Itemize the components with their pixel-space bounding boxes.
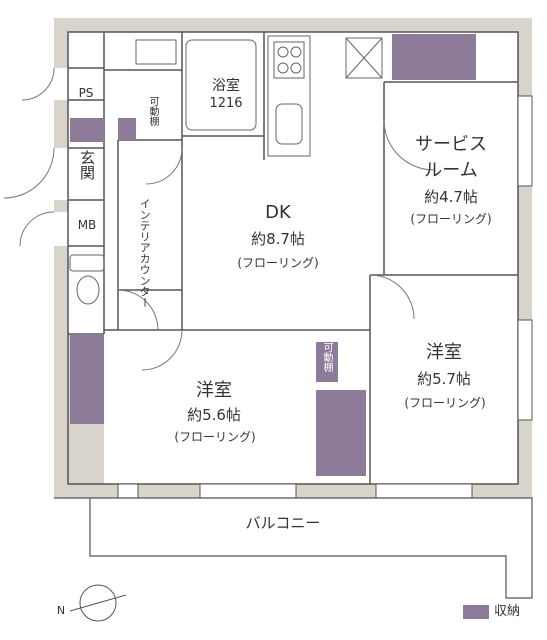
western-right-area: 約5.7帖: [417, 370, 471, 388]
balcony-outline: [54, 497, 533, 599]
interior-counter: インテリアカウンター: [138, 198, 152, 308]
windows: [117, 95, 533, 499]
western-right-name: 洋室: [426, 342, 462, 363]
service-name-1: サービス: [415, 134, 487, 155]
movable-shelf-top: 可動棚: [147, 96, 158, 126]
western-right-floor: (フローリング): [404, 396, 486, 410]
kitchen: [267, 35, 383, 157]
door-swings: [3, 67, 435, 371]
compass-icon: [69, 584, 127, 622]
western-left-floor: (フローリング): [174, 430, 256, 444]
western-left-area: 約5.6帖: [187, 406, 241, 424]
entrance-label: 玄関: [78, 150, 96, 180]
dk-floor: (フローリング): [237, 256, 319, 270]
western-left-name: 洋室: [196, 380, 232, 401]
movable-shelf-mid: 可動棚: [321, 342, 332, 372]
dk-name: DK: [265, 202, 291, 223]
ps-label: PS: [78, 86, 94, 100]
compass-north: N: [56, 604, 66, 617]
service-area: 約4.7帖: [424, 188, 478, 206]
service-floor: (フローリング): [410, 212, 492, 226]
balcony-label: バルコニー: [245, 514, 321, 532]
legend-storage: 収納: [494, 604, 521, 619]
service-name-2: ルーム: [424, 160, 478, 181]
bath-name: 浴室: [212, 78, 240, 94]
storage-areas: [70, 34, 489, 619]
bath-fixtures: [69, 39, 257, 305]
bath-size: 1216: [209, 96, 243, 111]
mb-label: MB: [77, 218, 97, 232]
dk-area: 約8.7帖: [251, 230, 305, 248]
